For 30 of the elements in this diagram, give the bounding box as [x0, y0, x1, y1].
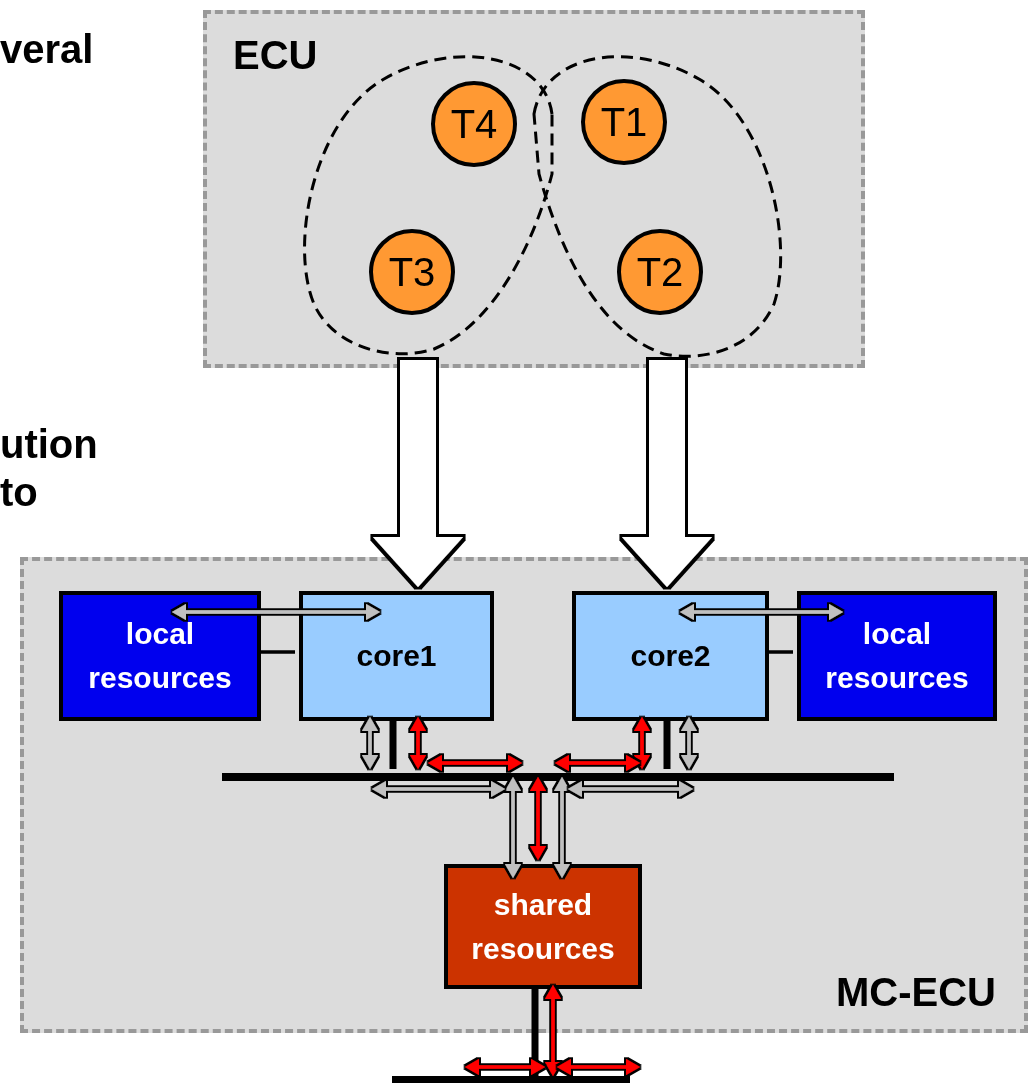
box-label: local resources — [824, 616, 970, 696]
box-label: shared resources — [470, 886, 616, 967]
double-arrow — [545, 985, 561, 1076]
task-circle: T3 — [369, 229, 455, 315]
double-arrow — [530, 777, 546, 860]
task-circle: T4 — [431, 81, 517, 167]
double-arrow — [362, 717, 378, 769]
core-box — [299, 591, 494, 721]
side-text: ution to — [0, 421, 99, 516]
ecu-panel — [203, 10, 865, 368]
box-label: local resources — [87, 616, 233, 696]
local-resources-box — [797, 591, 997, 721]
box-label: core1 — [356, 638, 437, 674]
panel-title: ECU — [233, 32, 318, 78]
local-resources-box — [59, 591, 261, 721]
double-arrow — [554, 777, 570, 878]
double-arrow — [172, 604, 380, 620]
double-arrow — [410, 717, 426, 769]
double-arrow — [680, 604, 843, 620]
box-label: core2 — [630, 638, 711, 674]
panel-title: MC-ECU — [836, 969, 996, 1015]
side-text: veral — [0, 26, 94, 73]
double-arrow — [634, 717, 650, 769]
task-circle: T1 — [581, 79, 667, 165]
mc-ecu-panel — [20, 557, 1028, 1033]
core-box — [572, 591, 769, 721]
double-arrow — [505, 777, 521, 878]
task-circle: T2 — [617, 229, 703, 315]
double-arrow — [681, 717, 697, 769]
shared-resources-box — [444, 864, 642, 989]
